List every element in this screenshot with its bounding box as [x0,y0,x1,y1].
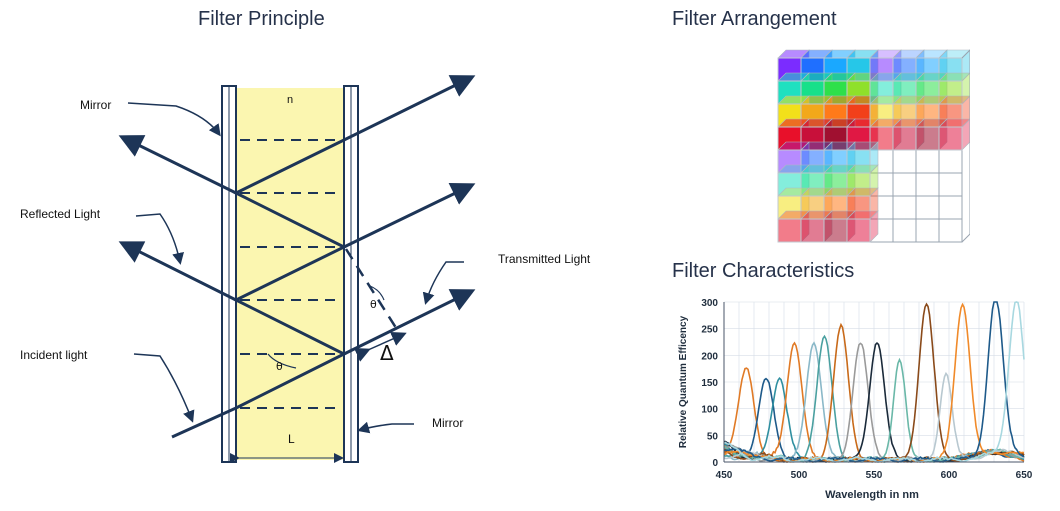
mirror-right [343,85,359,463]
empty-cell [915,218,940,243]
theta-arc-right [369,285,385,301]
filter-cell [892,126,917,151]
delta-arrow [353,332,407,362]
x-tick-label: 450 [716,470,733,481]
empty-cell [938,172,963,197]
x-tick-label: 600 [941,470,958,481]
filter-characteristics-title: Filter Characteristics [672,260,855,282]
theta-arc-left [267,353,297,369]
y-tick-label: 200 [701,351,718,362]
y-tick-label: 250 [701,325,718,336]
empty-cell [892,149,917,174]
path-difference-dashes [344,248,400,332]
y-tick-label: 100 [701,405,718,416]
filter-cell [938,126,963,151]
transmitted-beams [343,75,476,356]
theta-right-label: θ [370,298,377,311]
filter-cell [846,218,871,243]
y-tick-label: 150 [701,378,718,389]
reflected-beams [118,135,237,302]
empty-cell [938,195,963,220]
filter-mosaic [777,49,970,243]
x-axis-label: Wavelength in nm [825,489,919,501]
series-line-15 [723,301,1025,463]
empty-cell [892,218,917,243]
filter-cell [800,218,825,243]
empty-cell [938,218,963,243]
empty-cell [892,195,917,220]
y-axis-label: Relative Quantum Efficency [678,315,689,448]
series-line-14 [723,301,1025,463]
transmitted-light-label: Transmitted Light [498,252,591,266]
filter-cell [823,218,848,243]
x-tick-label: 500 [791,470,808,481]
mirror-top-label: Mirror [80,98,112,112]
mosaic-outline [961,49,970,243]
filter-cell [777,218,802,243]
mirror-bottom-label: Mirror [432,416,464,430]
filter-cell [915,126,940,151]
internal-reflection-path [232,138,348,410]
empty-cell [915,149,940,174]
y-tick-label: 0 [712,458,718,469]
incident-beam [171,406,237,439]
empty-cell [915,195,940,220]
x-tick-label: 650 [1016,470,1033,481]
y-tick-label: 50 [707,431,719,442]
filter-arrangement-title: Filter Arrangement [672,8,837,30]
refractive-index-label: n [287,94,294,106]
filter-principle-title: Filter Principle [198,8,325,30]
empty-cell [892,172,917,197]
filter-characteristics-chart: 0 50 100 150 200 250 300 450 500 550 600 650 Wavele… [678,298,1033,501]
filter-principle-diagram [118,75,476,463]
delta-label: Δ [380,341,394,365]
cavity-length-label: L [288,432,295,446]
cavity-dashed-lines [240,139,342,409]
x-tick-label: 550 [866,470,883,481]
incident-light-label: Incident light [20,348,88,362]
empty-cell [915,172,940,197]
y-tick-label: 300 [701,298,718,309]
reflected-light-label: Reflected Light [20,207,101,221]
leader-lines [127,102,464,434]
empty-cell [938,149,963,174]
mirror-left [221,85,237,463]
theta-left-label: θ [276,360,283,373]
